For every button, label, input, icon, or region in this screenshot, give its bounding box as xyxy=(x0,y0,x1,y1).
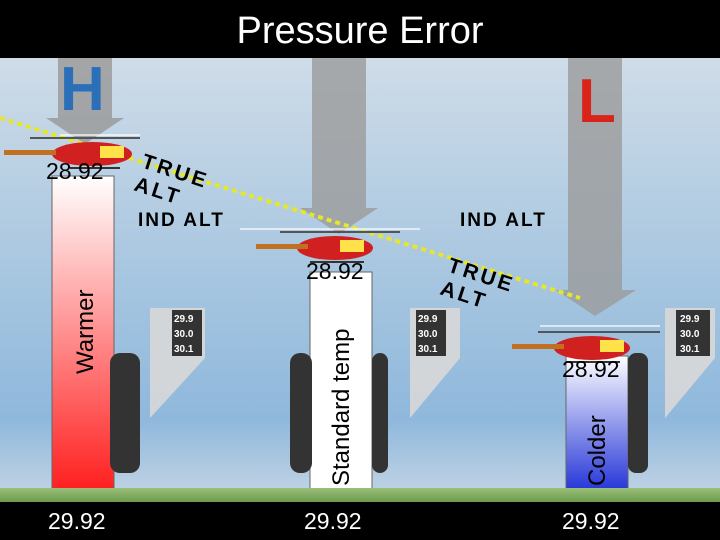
altimeter-setting-right: 28.92 xyxy=(562,356,620,382)
altimeter-setting-middle: 28.92 xyxy=(306,258,364,284)
altimeter-setting-left: 28.92 xyxy=(46,158,104,184)
sea-level-setting-middle: 29.92 xyxy=(304,508,362,534)
high-pressure-arrow xyxy=(46,58,124,144)
kollsman-window-middle: 29.9 30.0 30.1 xyxy=(418,312,437,357)
kollsman-value: 29.9 xyxy=(418,314,438,325)
diagram-scene: H L TRUE ALT TRUE ALT IND ALT IND ALT 28… xyxy=(0,58,720,540)
sea-level-setting-right: 29.92 xyxy=(562,508,620,534)
kollsman-window-right: 29.9 30.0 30.1 xyxy=(680,312,699,357)
kollsman-window-left: 29.9 30.0 30.1 xyxy=(174,312,193,357)
altimeter-icon-middle xyxy=(290,308,460,473)
ground-strip xyxy=(0,488,720,502)
helicopter-icon-left xyxy=(4,137,140,169)
kollsman-value: 30.1 xyxy=(174,344,194,355)
title-bar: Pressure Error xyxy=(0,0,720,58)
kollsman-value: 29.9 xyxy=(174,314,194,325)
kollsman-value: 29.9 xyxy=(680,314,700,325)
bottom-strip xyxy=(0,502,720,540)
kollsman-value: 30.1 xyxy=(418,344,438,355)
altimeter-icon-right xyxy=(628,308,715,473)
warmer-label: Warmer xyxy=(72,289,99,374)
page-title: Pressure Error xyxy=(236,10,484,52)
warmer-column xyxy=(51,175,115,499)
kollsman-value: 30.0 xyxy=(680,329,700,340)
low-pressure-letter: L xyxy=(578,67,616,136)
kollsman-value: 30.0 xyxy=(418,329,438,340)
helicopter-icon-right xyxy=(512,331,660,363)
diagram-graphics xyxy=(0,58,715,499)
standard-pressure-arrow xyxy=(300,58,378,234)
altimeter-icon-left xyxy=(110,308,205,473)
kollsman-value: 30.1 xyxy=(680,344,700,355)
low-pressure-arrow xyxy=(556,58,636,316)
kollsman-value: 30.0 xyxy=(174,329,194,340)
colder-column xyxy=(565,355,629,499)
colder-label: Colder xyxy=(584,415,611,486)
standard-temp-label: Standard temp xyxy=(328,328,355,486)
ind-alt-label-left: IND ALT xyxy=(138,210,225,231)
ind-alt-label-right: IND ALT xyxy=(460,210,547,231)
helicopter-icon-middle xyxy=(256,231,400,263)
high-pressure-letter: H xyxy=(60,58,105,124)
sea-level-setting-left: 29.92 xyxy=(48,508,106,534)
standard-column xyxy=(309,271,373,499)
